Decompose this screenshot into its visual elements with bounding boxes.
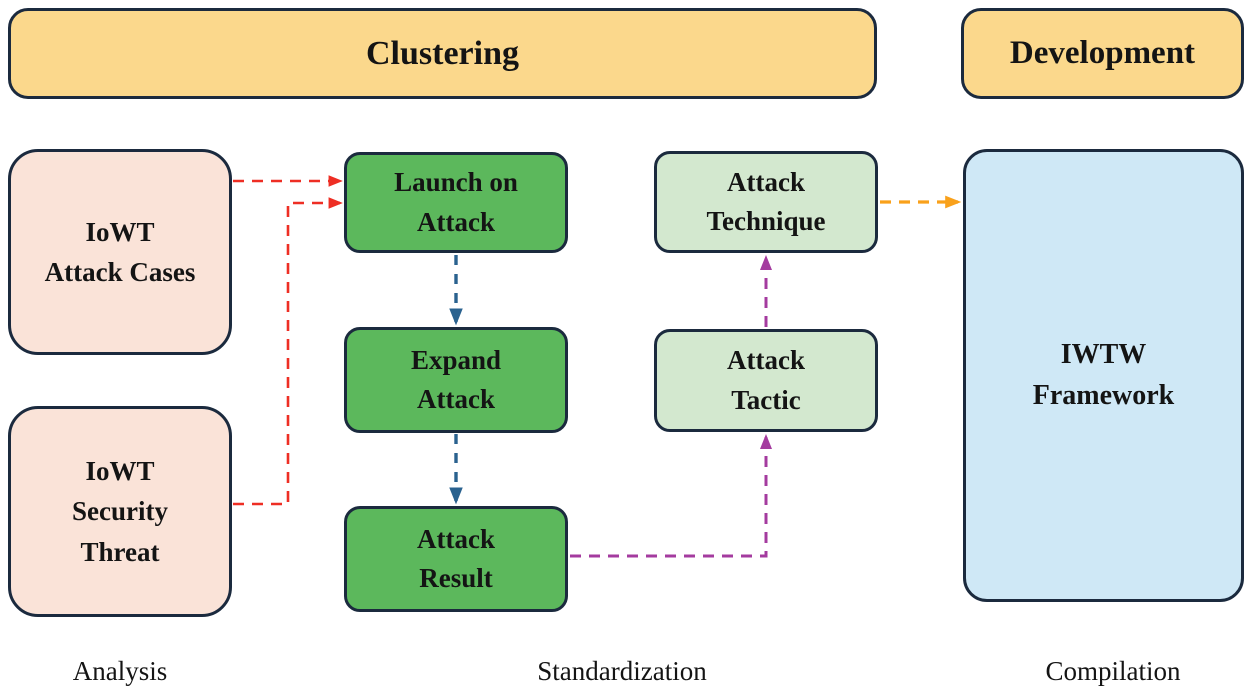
- node-attack-result: Attack Result: [344, 506, 568, 612]
- stage-label-standardization: Standardization: [537, 656, 707, 686]
- node-expand-attack: Expand Attack: [344, 327, 568, 433]
- node-launch-on-attack: Launch on Attack: [344, 152, 568, 253]
- node-attack-tactic: Attack Tactic: [654, 329, 878, 432]
- phase-box-development: Development: [961, 8, 1244, 99]
- phase-box-clustering: Clustering: [8, 8, 877, 99]
- node-attack-technique: Attack Technique: [654, 151, 878, 253]
- node-iowt-attack-cases: IoWT Attack Cases: [8, 149, 232, 355]
- stage-label-compilation: Compilation: [1045, 656, 1181, 686]
- stage-label-analysis: Analysis: [72, 656, 168, 686]
- edge-result-to-tactic: [570, 434, 772, 558]
- node-iwtw-framework: IWTW Framework: [963, 149, 1244, 602]
- edge-security-threat-to-launch: [233, 197, 343, 506]
- node-iowt-security-threat: IoWT Security Threat: [8, 406, 232, 617]
